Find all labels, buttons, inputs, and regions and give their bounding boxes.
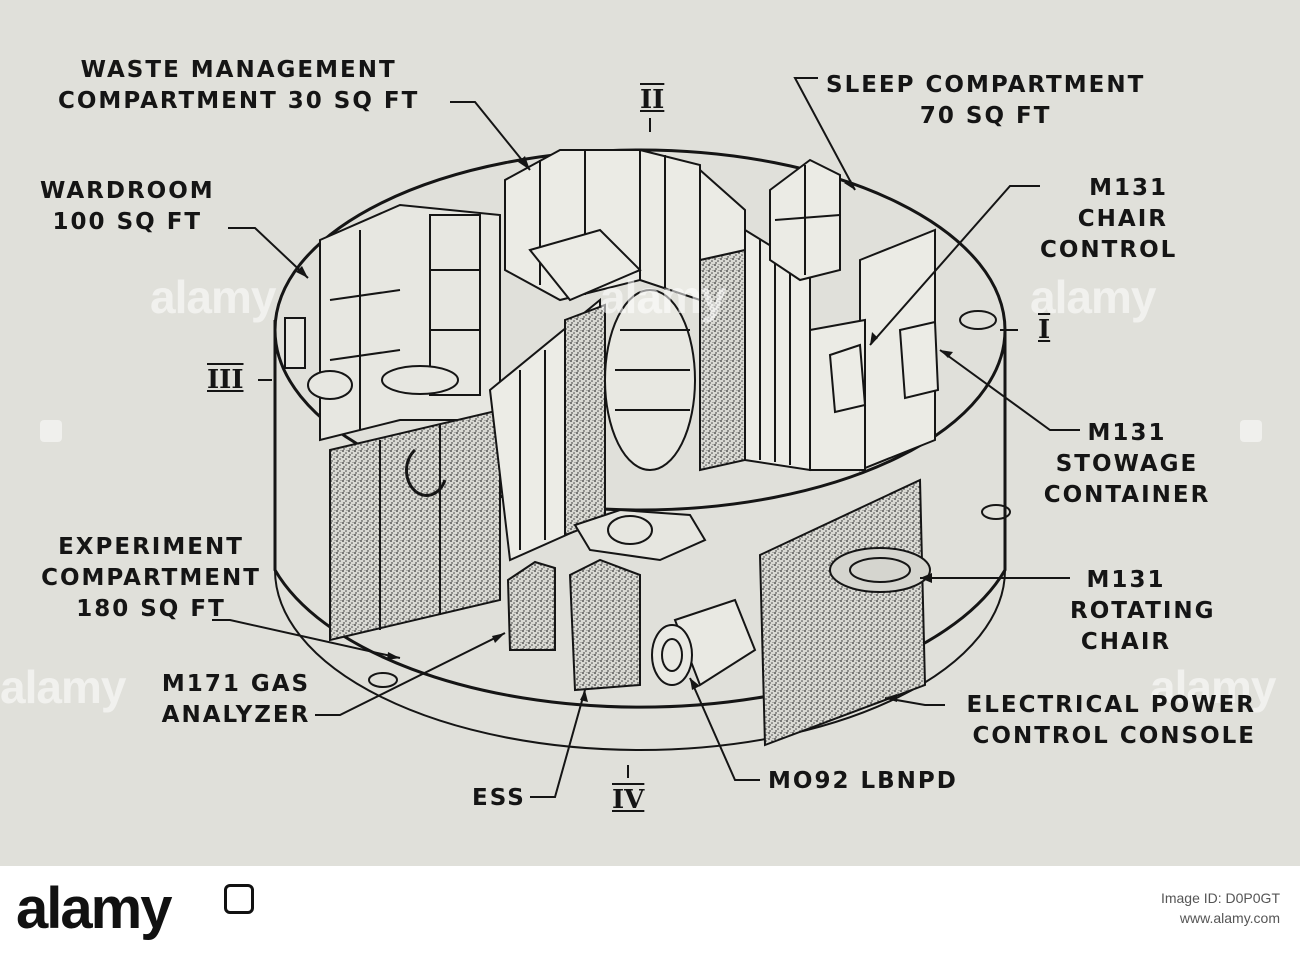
watermark: alamy (1030, 271, 1156, 323)
footer-logo: alamy (16, 876, 172, 941)
label-line: M131 (1086, 567, 1166, 593)
label-sleep-compartment: SLEEP COMPARTMENT 70 SQ FT (826, 70, 1145, 132)
label-line: WASTE MANAGEMENT (80, 57, 397, 83)
sector-marker-ii: II (640, 85, 665, 115)
label-m131-stowage-container: M131 STOWAGE CONTAINER (1034, 418, 1220, 511)
label-line: ANALYZER (161, 702, 311, 728)
waste-management-module (504, 148, 746, 302)
watermark: alamy (1150, 661, 1276, 713)
watermark: alamy (0, 661, 126, 713)
label-line: M131 (1087, 420, 1167, 446)
watermark: alamy (600, 271, 726, 323)
skylab-workshop-diagram: alamy alamy alamy alamy alamy WASTE MANA… (0, 55, 1277, 815)
label-line: COMPARTMENT 30 SQ FT (58, 88, 420, 114)
leader-arrowheads (296, 156, 953, 702)
label-line: M131 (1089, 175, 1168, 201)
center-table (573, 508, 707, 562)
label-line: 70 SQ FT (919, 103, 1052, 129)
label-line: ROTATING (1070, 598, 1216, 624)
label-m171-gas-analyzer: M171 GAS ANALYZER (156, 669, 316, 731)
leader-lines (212, 77, 1080, 798)
logo-mark-icon (224, 884, 254, 914)
ess-unit (506, 558, 641, 692)
footer-url[interactable]: www.alamy.com (1179, 910, 1280, 926)
label-line: CONTAINER (1043, 482, 1211, 508)
label-mo92-lbnpd: MO92 LBNPD (768, 768, 958, 794)
experiment-wall (329, 408, 501, 642)
image-id: Image ID: D0P0GT (1160, 890, 1280, 906)
watermark-icon (1240, 420, 1262, 442)
sector-marker-iv: IV (612, 785, 645, 815)
label-line: CHAIR (1077, 206, 1168, 232)
stock-footer: alamy Image ID: D0P0GT www.alamy.com (0, 866, 1300, 956)
label-line: CHAIR (1080, 629, 1172, 655)
label-line: EXPERIMENT (58, 534, 244, 560)
workshop-cutaway-drawing (212, 77, 1080, 798)
sector-marker-i: I (1038, 315, 1051, 345)
power-console-panel (758, 478, 931, 747)
label-line: COMPARTMENT (41, 565, 261, 591)
label-waste-management: WASTE MANAGEMENT COMPARTMENT 30 SQ FT (58, 55, 419, 117)
label-line: ELECTRICAL POWER (966, 692, 1256, 718)
floor-details (368, 310, 1011, 688)
label-line: M171 GAS (161, 671, 311, 697)
label-line: STOWAGE (1055, 451, 1199, 477)
label-line: CONTROL CONSOLE (972, 723, 1256, 749)
sector-marker-iii: III (207, 365, 244, 395)
label-line: 100 SQ FT (52, 209, 203, 235)
m131-chair-control-box (828, 320, 940, 414)
label-experiment-compartment: EXPERIMENT COMPARTMENT 180 SQ FT (36, 532, 266, 625)
watermark: alamy (150, 271, 276, 323)
label-electrical-power-console: ELECTRICAL POWER CONTROL CONSOLE (946, 690, 1256, 752)
watermark-icon (40, 420, 62, 442)
label-wardroom: WARDROOM 100 SQ FT (40, 176, 215, 238)
label-ess: ESS (472, 785, 526, 811)
label-m131-chair-control: M131 CHAIR CONTROL (1040, 173, 1178, 266)
label-line: WARDROOM (40, 178, 215, 204)
label-line: 180 SQ FT (76, 596, 226, 622)
label-line: SLEEP COMPARTMENT (826, 72, 1146, 98)
lbnpd-device (651, 598, 757, 687)
label-line: CONTROL (1040, 237, 1178, 263)
label-m131-rotating-chair: M131 ROTATING CHAIR (1070, 565, 1216, 658)
wardroom-module (284, 203, 501, 442)
